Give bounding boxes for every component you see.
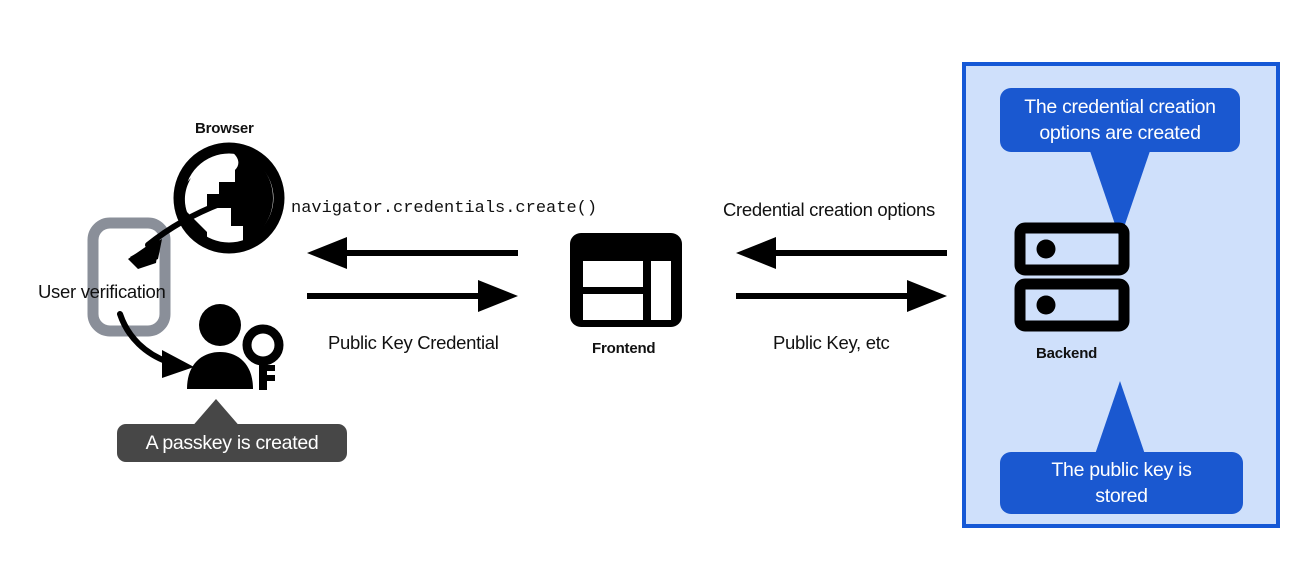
callout-public-key-stored: The public key is stored: [1000, 452, 1243, 514]
browser-label: Browser: [195, 120, 254, 137]
backend-label: Backend: [1036, 345, 1098, 362]
arrow-label-credential-creation-options: Credential creation options: [723, 199, 935, 220]
arrow-browser-to-phone-icon: [100, 195, 230, 275]
callout-bottom-line2: stored: [1095, 485, 1148, 507]
callout-top-line1: The credential creation: [1024, 96, 1216, 118]
callout-bottom-line1: The public key is: [1051, 459, 1192, 481]
frontend-label: Frontend: [592, 340, 656, 357]
arrow-label-public-key-credential: Public Key Credential: [328, 332, 499, 353]
arrow-label-public-key-etc: Public Key, etc: [773, 332, 890, 353]
arrow-phone-to-user-icon: [110, 310, 220, 390]
arrow-label-navigator-credentials-create: navigator.credentials.create(): [291, 199, 598, 218]
callout-top-line2: options are created: [1039, 122, 1201, 144]
arrow-backend-to-frontend-icon: [734, 237, 949, 269]
server-rack-icon: [1014, 222, 1130, 332]
arrow-frontend-to-backend-icon: [734, 280, 949, 312]
globe-icon: [173, 142, 285, 254]
user-verification-label: User verification: [38, 281, 166, 302]
arrow-frontend-to-browser-icon: [305, 237, 520, 269]
passkey-tooltip-text: A passkey is created: [145, 431, 319, 454]
user-with-key-icon: [183, 303, 289, 391]
arrow-browser-to-frontend-icon: [305, 280, 520, 312]
layout-window-icon: [568, 231, 684, 329]
callout-credential-creation-options: The credential creation options are crea…: [1000, 88, 1240, 152]
passkey-tooltip: A passkey is created: [117, 424, 347, 462]
